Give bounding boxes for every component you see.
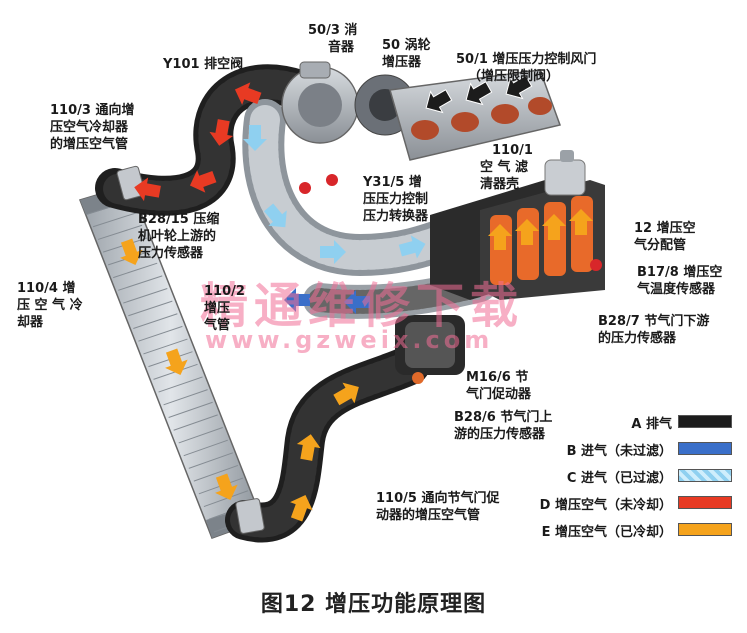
- sensor-b28-6: [412, 372, 424, 384]
- label-50-3: 50/3 消音器: [308, 23, 358, 55]
- turbocharger: [281, 61, 416, 144]
- flow-arrow: [569, 209, 593, 235]
- legend-swatch-exhaust: [678, 415, 732, 428]
- flow-arrow: [215, 473, 238, 501]
- label-110-3: 110/3 通向增压空气冷却器的增压空气管: [50, 103, 135, 152]
- flow-arrow: [234, 82, 262, 105]
- cooler-fin: [178, 427, 223, 444]
- cooler-fin: [143, 338, 188, 355]
- sensor-b28-15: [299, 182, 311, 194]
- flow-arrow: [263, 203, 287, 228]
- cooler-fin: [92, 212, 138, 228]
- flow-arrow: [296, 434, 321, 461]
- cooler-fin: [97, 224, 143, 240]
- legend-swatch-intake-unfiltered: [678, 442, 732, 455]
- flow-arrow: [189, 170, 217, 193]
- label-b28-6: B28/6 节气门上游的压力传感器: [454, 410, 553, 442]
- flow-arrow: [165, 348, 188, 376]
- cooler-fin: [193, 464, 239, 482]
- cooler-fin: [158, 376, 203, 393]
- flow-arrow: [344, 290, 370, 314]
- cooler-fin: [138, 325, 183, 342]
- sensor-b17-8: [590, 259, 602, 271]
- label-b28-7: B28/7 节气门下游的压力传感器: [598, 314, 710, 346]
- flow-arrow: [333, 382, 359, 406]
- flow-arrow: [515, 219, 539, 245]
- legend-swatch-charge-hot: [678, 496, 732, 509]
- flow-arrow: [120, 238, 143, 266]
- cooler-fin: [118, 275, 163, 291]
- cooler-fin: [123, 288, 168, 304]
- cooler-fin: [188, 452, 233, 469]
- cooler-fin: [183, 439, 228, 457]
- label-50: 50 涡轮增压器: [382, 38, 431, 70]
- flow-arrow: [290, 494, 313, 522]
- flow-arrow: [320, 240, 346, 264]
- label-110-5: 110/5 通向节气门促动器的增压空气管: [376, 491, 500, 523]
- cooler-fin: [163, 389, 208, 406]
- legend-item: D 增压空气（未冷却）: [538, 491, 738, 518]
- flow-arrow: [488, 224, 512, 250]
- flow-arrow: [465, 81, 493, 106]
- label-m16-6: M16/6 节气门促动器: [466, 370, 532, 402]
- cooler-fin: [203, 490, 249, 508]
- legend-item: C 进气（已过滤）: [538, 464, 738, 491]
- cooler-fin: [173, 414, 218, 431]
- flow-arrow: [542, 214, 566, 240]
- label-50-1: 50/1 增压压力控制风门（增压限制阀）: [456, 52, 597, 84]
- legend: A 排气 B 进气（未过滤） C 进气（已过滤） D 增压空气（未冷却） E 增…: [538, 410, 738, 545]
- flow-arrow: [243, 125, 267, 151]
- flow-arrow: [134, 177, 161, 202]
- legend-item: E 增压空气（已冷却）: [538, 518, 738, 545]
- label-110-4: 110/4 增压 空 气 冷却器: [17, 281, 83, 330]
- cooler-fin: [128, 300, 173, 317]
- cooler-fin: [113, 262, 158, 279]
- watermark-text: 精通维修下载: [200, 278, 525, 334]
- figure-caption: 图12 增压功能原理图: [260, 592, 487, 617]
- flow-arrow: [505, 75, 533, 100]
- cooler-fin: [133, 313, 178, 329]
- sensor-y31-5: [326, 174, 338, 186]
- clamp-lower: [235, 498, 265, 534]
- flow-arrow: [398, 235, 426, 259]
- watermark-url: www.gzweix.com: [205, 326, 494, 354]
- label-y31-5: Y31/5 增压压力控制压力转换器: [363, 175, 429, 224]
- flow-arrow: [425, 89, 453, 114]
- flow-arrow: [284, 288, 310, 312]
- legend-swatch-intake-filtered: [678, 469, 732, 482]
- legend-item: A 排气: [538, 410, 738, 437]
- cooler-fin: [168, 401, 213, 418]
- legend-item: B 进气（未过滤）: [538, 437, 738, 464]
- legend-swatch-charge-cooled: [678, 523, 732, 536]
- flow-arrow: [209, 119, 234, 146]
- label-b28-15: B28/15 压缩机叶轮上游的压力传感器: [138, 212, 220, 261]
- label-12: 12 增压空气分配管: [634, 221, 696, 253]
- flow-arrows: [120, 75, 593, 522]
- label-y101: Y101 排空阀: [163, 57, 244, 72]
- label-b17-8: B17/8 增压空气温度传感器: [637, 265, 723, 297]
